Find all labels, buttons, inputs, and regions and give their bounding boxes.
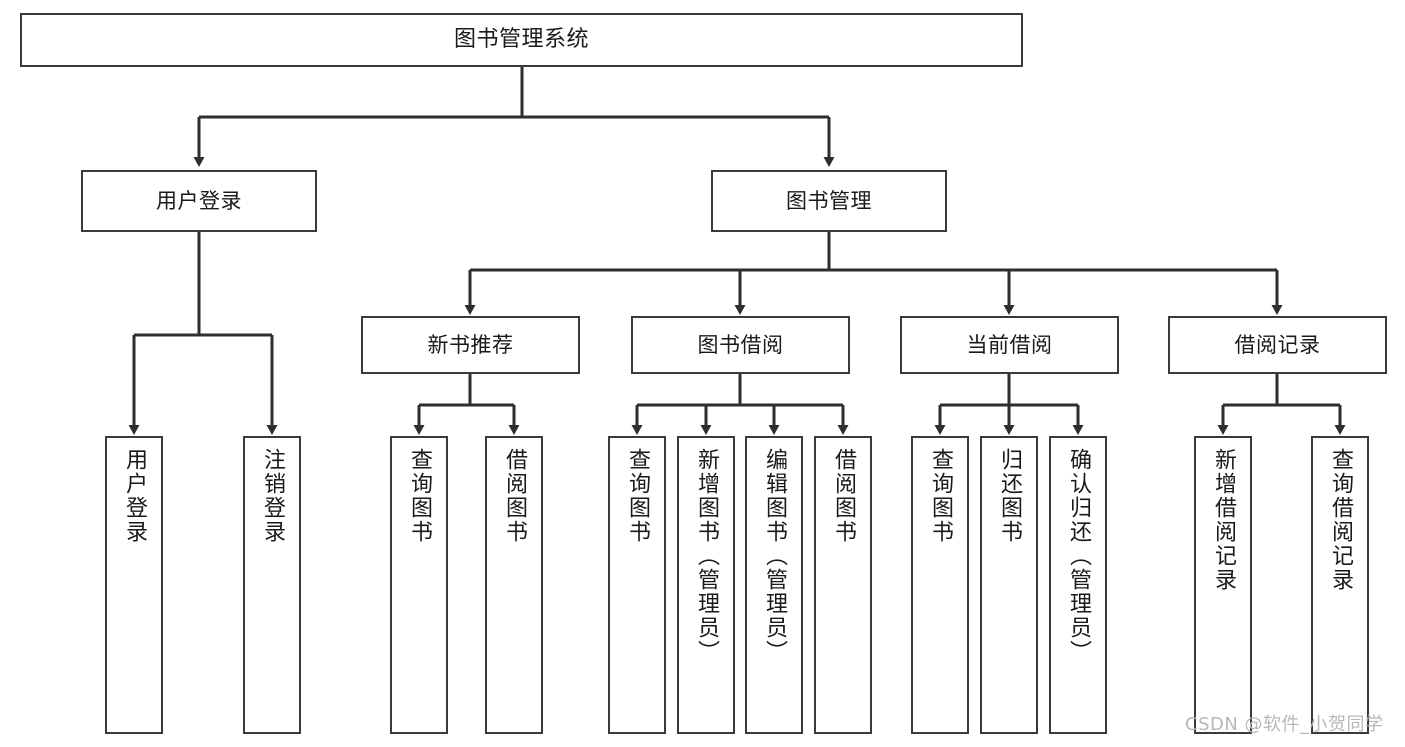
node-leaf-logout-login-label: 注销登录 [260, 448, 285, 544]
node-leaf-borrow-book-1[interactable]: 借阅图书 [485, 436, 543, 734]
node-leaf-borrow-book-1-label: 借阅图书 [502, 448, 527, 544]
node-leaf-add-record-label: 新增借阅记录 [1211, 448, 1236, 592]
node-leaf-query-book-3-label: 查询图书 [928, 448, 953, 544]
node-leaf-query-book-2[interactable]: 查询图书 [608, 436, 666, 734]
node-leaf-query-book-3[interactable]: 查询图书 [911, 436, 969, 734]
node-current-borrow[interactable]: 当前借阅 [900, 316, 1119, 374]
node-leaf-return-book[interactable]: 归还图书 [980, 436, 1038, 734]
node-leaf-edit-book[interactable]: 编辑图书（管理员） [745, 436, 803, 734]
node-leaf-add-record[interactable]: 新增借阅记录 [1194, 436, 1252, 734]
node-new-book-recommend-label: 新书推荐 [427, 332, 514, 357]
node-book-manage-label: 图书管理 [786, 188, 872, 213]
node-leaf-query-book-1[interactable]: 查询图书 [390, 436, 448, 734]
node-leaf-confirm-return[interactable]: 确认归还（管理员） [1049, 436, 1107, 734]
csdn-watermark: CSDN @软件_小贺同学 [1185, 714, 1384, 735]
node-leaf-edit-book-label: 编辑图书（管理员） [762, 448, 787, 664]
node-book-borrow[interactable]: 图书借阅 [631, 316, 850, 374]
node-book-borrow-label: 图书借阅 [697, 332, 784, 357]
node-leaf-confirm-return-label: 确认归还（管理员） [1066, 448, 1091, 664]
node-leaf-query-book-2-label: 查询图书 [625, 448, 650, 544]
node-leaf-user-login[interactable]: 用户登录 [105, 436, 163, 734]
node-leaf-return-book-label: 归还图书 [997, 448, 1022, 544]
node-leaf-query-record[interactable]: 查询借阅记录 [1311, 436, 1369, 734]
node-user-login-label: 用户登录 [156, 188, 242, 213]
node-book-manage[interactable]: 图书管理 [711, 170, 947, 232]
node-leaf-borrow-book-2-label: 借阅图书 [831, 448, 856, 544]
node-leaf-user-login-label: 用户登录 [122, 448, 147, 544]
node-leaf-query-record-label: 查询借阅记录 [1328, 448, 1353, 592]
node-borrow-record-label: 借阅记录 [1234, 332, 1321, 357]
node-leaf-add-book[interactable]: 新增图书（管理员） [677, 436, 735, 734]
node-borrow-record[interactable]: 借阅记录 [1168, 316, 1387, 374]
node-leaf-logout-login[interactable]: 注销登录 [243, 436, 301, 734]
node-root-label: 图书管理系统 [453, 27, 589, 53]
node-new-book-recommend[interactable]: 新书推荐 [361, 316, 580, 374]
node-leaf-borrow-book-2[interactable]: 借阅图书 [814, 436, 872, 734]
node-root[interactable]: 图书管理系统 [20, 13, 1023, 67]
node-current-borrow-label: 当前借阅 [966, 332, 1053, 357]
node-user-login[interactable]: 用户登录 [81, 170, 317, 232]
node-leaf-query-book-1-label: 查询图书 [407, 448, 432, 544]
node-leaf-add-book-label: 新增图书（管理员） [694, 448, 719, 664]
